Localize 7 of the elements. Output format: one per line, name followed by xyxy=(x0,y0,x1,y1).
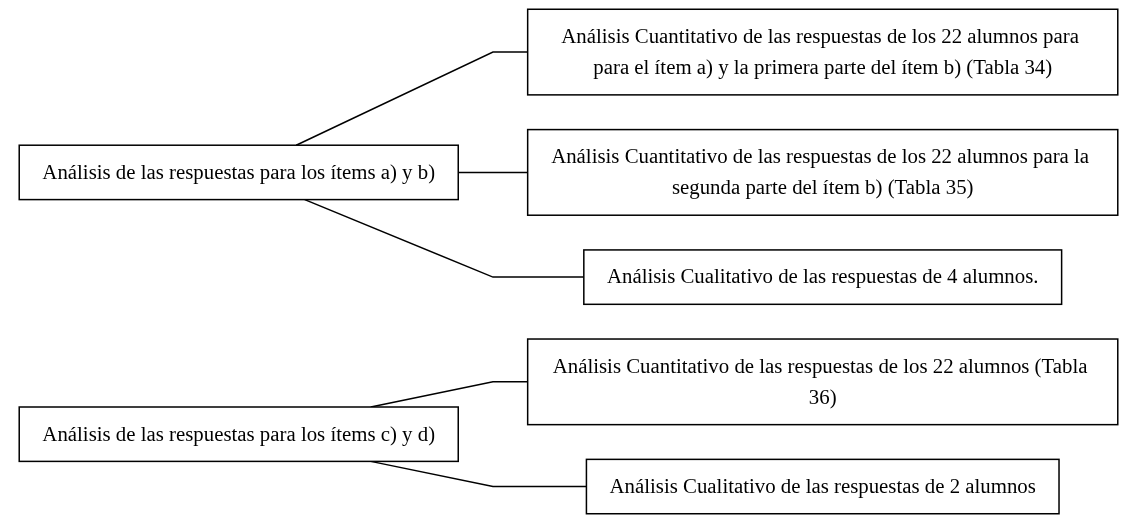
node-box: Análisis de las respuestas para los ítems a) y b) xyxy=(18,144,459,201)
node-box: Análisis Cualitativo de las respuestas de 2 alumnos xyxy=(585,458,1060,515)
node-box: Análisis Cualitativo de las respuestas de 4 alumnos. xyxy=(583,249,1063,306)
node-box: Análisis Cuantitativo de las respuestas de los 22 alumnos para la segunda parte del ítem b) (Tabla 35) xyxy=(526,128,1119,216)
node-box: Análisis de las respuestas para los ítems c) y d) xyxy=(18,406,459,463)
node-box: Análisis Cuantitativo de las respuestas de los 22 alumnos (Tabla 36) xyxy=(526,338,1119,426)
node-box: Análisis Cuantitativo de las respuestas de los 22 alumnos para para el ítem a) y la primera parte del ítem b) (Tabla 34) xyxy=(526,8,1119,96)
